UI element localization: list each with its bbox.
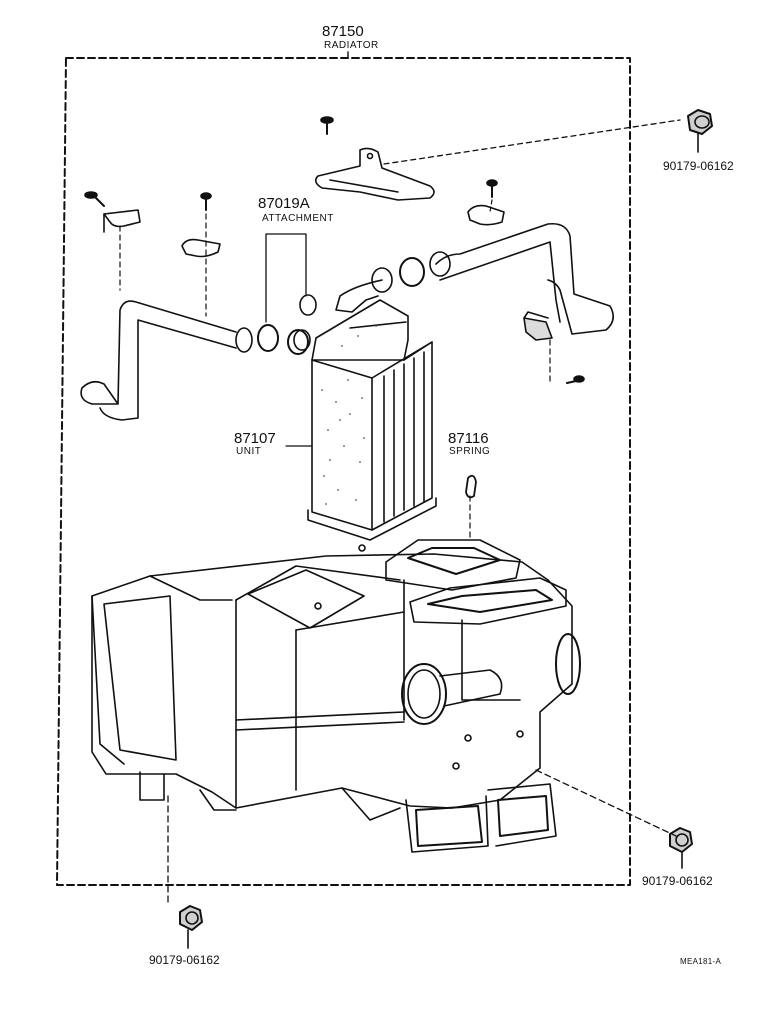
hose-end-right-a xyxy=(429,251,451,277)
spring-clip xyxy=(465,474,477,499)
nut-leader-right xyxy=(535,769,677,837)
figure-code: MEA181-A xyxy=(680,957,722,966)
nut-top-right-icon xyxy=(687,109,713,153)
unit-part-number: 87107 xyxy=(234,430,276,447)
bracket-nut-leader xyxy=(383,119,681,165)
radiator-inlet xyxy=(293,329,311,351)
attachment-part-number: 87019A xyxy=(258,195,310,212)
radiator-name: RADIATOR xyxy=(324,40,379,51)
spring-name: SPRING xyxy=(449,446,491,457)
unit-name: UNIT xyxy=(236,446,262,457)
screw-left-2 xyxy=(200,192,212,211)
hose-clamp-right xyxy=(467,204,505,226)
heater-radiator-core xyxy=(307,299,437,541)
hose-end-right-c xyxy=(371,267,393,293)
screw-left-1 xyxy=(84,191,105,207)
attachment-bracket-lines xyxy=(265,233,307,323)
nut-bottom-right-part-number: 90179-06162 xyxy=(642,874,713,888)
heater-hose-left xyxy=(80,300,237,421)
hose-clamp-mid xyxy=(181,238,221,258)
nut-top-right-part-number: 90179-06162 xyxy=(663,159,734,173)
spring-part-number: 87116 xyxy=(448,430,489,447)
screw-right xyxy=(486,179,498,198)
screw-right-lower xyxy=(566,375,585,384)
screw-top xyxy=(320,116,334,135)
heater-case xyxy=(91,539,581,853)
clamp-locator-right xyxy=(489,199,493,213)
heater-hose-right xyxy=(435,222,614,335)
hose-end-right-b xyxy=(399,257,425,287)
nut-bottom-left-part-number: 90179-06162 xyxy=(149,953,220,967)
attachment-name: ATTACHMENT xyxy=(262,213,334,224)
attachment-rings xyxy=(257,294,317,355)
assembly-boundary xyxy=(56,57,631,886)
nut-bottom-right-icon xyxy=(669,827,693,869)
hose-elbow xyxy=(335,279,383,313)
nut-bottom-left-icon xyxy=(179,905,203,949)
radiator-part-number: 87150 xyxy=(322,23,364,40)
hose-clip xyxy=(523,311,553,341)
hose-end-left xyxy=(235,327,253,353)
mounting-bracket xyxy=(314,147,435,201)
radiator-stipple xyxy=(321,325,377,505)
hose-clamp-left xyxy=(103,209,141,233)
